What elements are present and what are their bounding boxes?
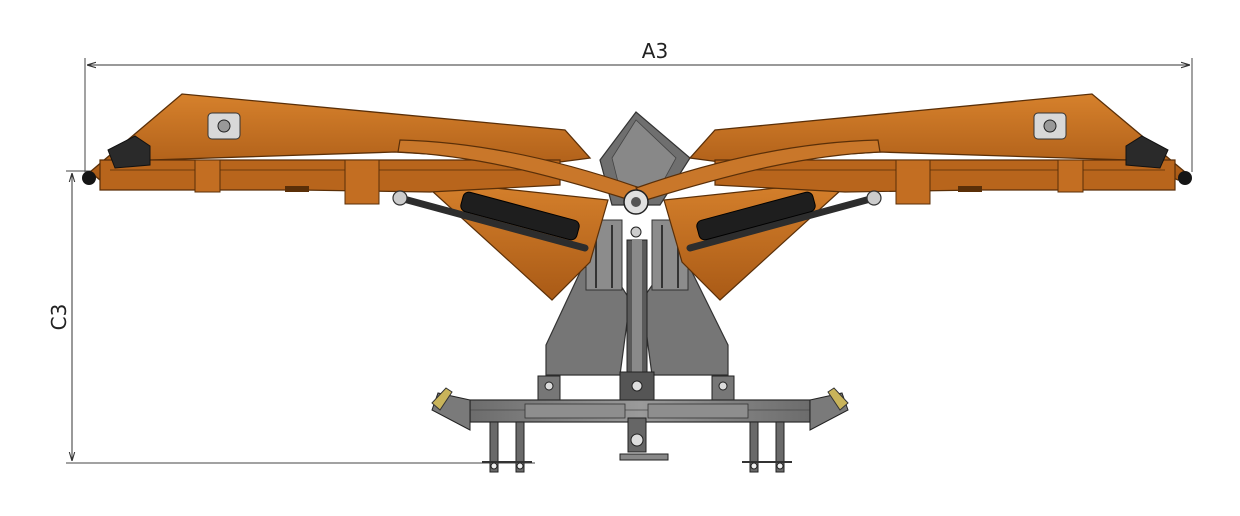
dimension-width: A3 (84, 39, 1193, 172)
left-pad (431, 387, 453, 411)
right-wing (634, 93, 1192, 301)
left-wing (82, 93, 642, 301)
bottom-crossbar (431, 387, 849, 473)
right-pad (827, 387, 849, 411)
dimension-height: C3 (47, 170, 535, 464)
width-dimension-label: A3 (642, 39, 668, 63)
center-pivot (623, 189, 649, 238)
height-dimension-label: C3 (47, 304, 71, 331)
